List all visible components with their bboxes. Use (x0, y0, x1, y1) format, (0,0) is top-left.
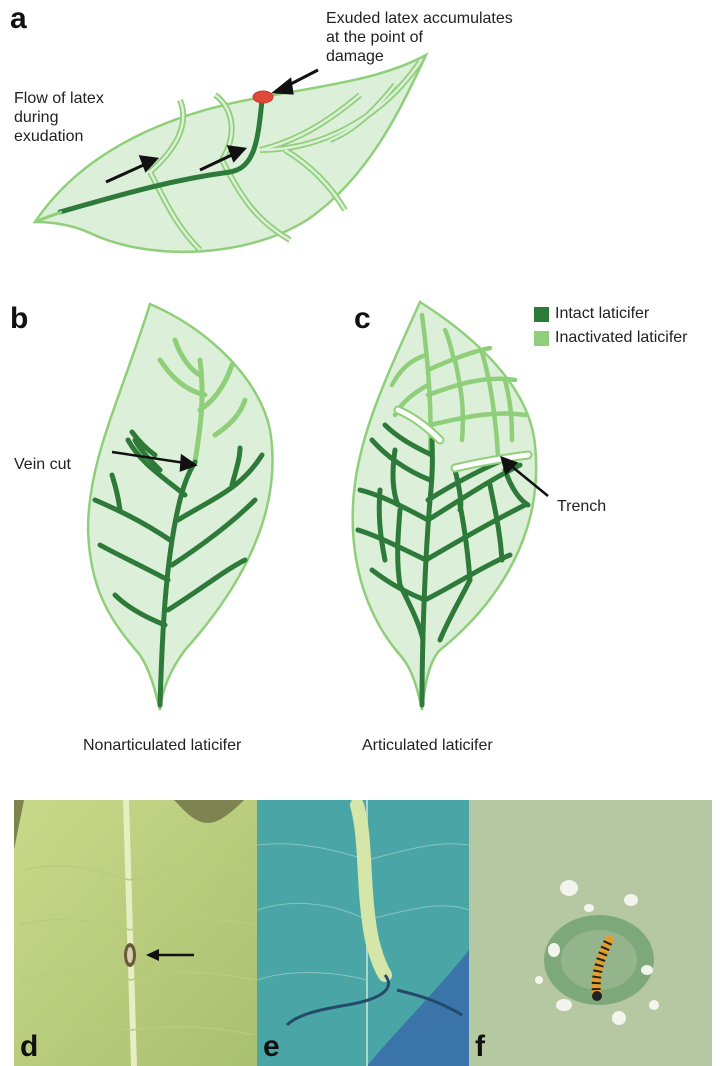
legend-item-inactivated: Inactivated laticifer (534, 326, 688, 350)
photo-e-image (257, 800, 469, 1066)
legend-swatch-inactivated (534, 331, 549, 346)
panel-letter-d: d (20, 1030, 38, 1064)
panel-letter-c: c (354, 302, 371, 336)
panel-letter-a: a (10, 2, 27, 36)
label-exuded-latex: Exuded latex accumulates at the point of… (326, 9, 513, 66)
photo-d: d (14, 800, 257, 1066)
panel-b-leaf (88, 304, 273, 710)
label-vein-cut: Vein cut (14, 455, 71, 474)
photo-e: e (257, 800, 469, 1066)
panel-c-leaf (353, 302, 548, 710)
label-trench: Trench (557, 497, 606, 516)
caption-nonarticulated: Nonarticulated laticifer (83, 736, 241, 755)
panel-letter-f: f (475, 1030, 485, 1064)
photo-f-image (469, 800, 712, 1066)
laticifer-diagram (0, 0, 726, 800)
photo-d-image (14, 800, 257, 1066)
panel-letter-b: b (10, 302, 28, 336)
panel-letter-e: e (263, 1030, 280, 1064)
legend-swatch-intact (534, 307, 549, 322)
latex-drop (253, 91, 273, 103)
legend: Intact laticifer Inactivated laticifer (534, 302, 688, 350)
legend-item-intact: Intact laticifer (534, 302, 688, 326)
photo-f: f (469, 800, 712, 1066)
panel-a-leaf (35, 55, 426, 252)
label-flow-of-latex: Flow of latex during exudation (14, 89, 104, 146)
caption-articulated: Articulated laticifer (362, 736, 493, 755)
